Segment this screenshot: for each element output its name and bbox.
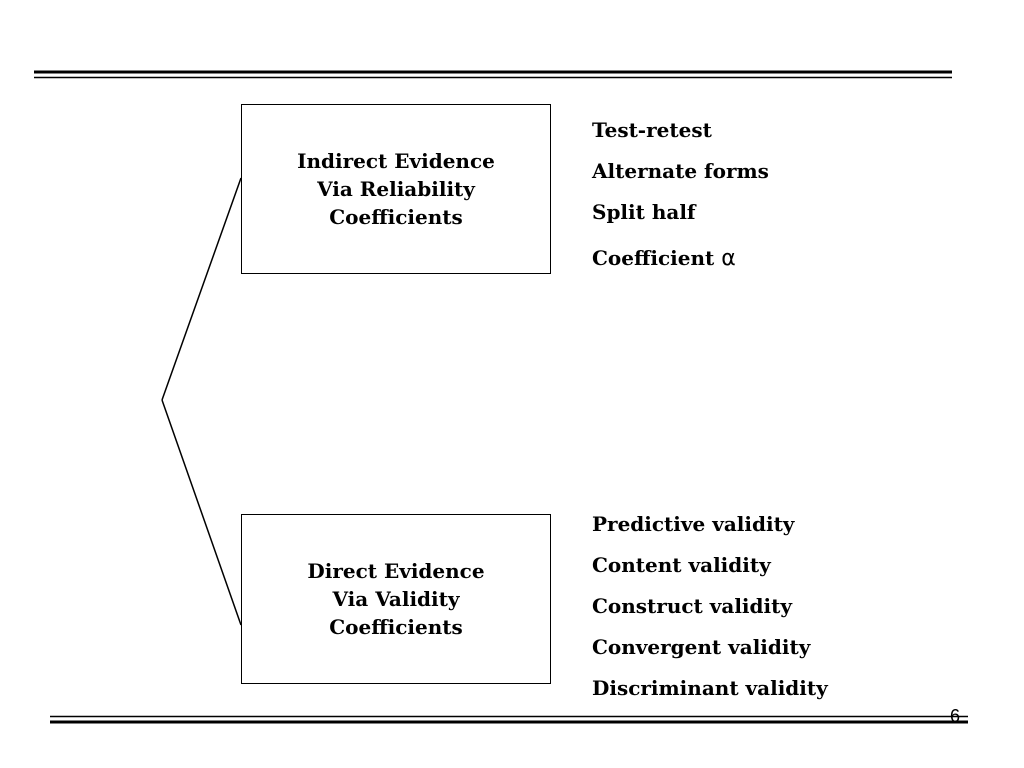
list-item: Predictive validity [592, 512, 795, 536]
list-item: Discriminant validity [592, 676, 828, 700]
reliability-box-line-3: Coefficients [329, 205, 463, 229]
list-item: Content validity [592, 553, 771, 577]
connector-line-lower [161, 399, 242, 626]
validity-box-line-1: Direct Evidence [307, 559, 485, 583]
validity-box-line-2: Via Validity [332, 587, 460, 611]
list-item: Convergent validity [592, 635, 811, 659]
list-item: Test-retest [592, 118, 712, 142]
validity-box-line-3: Coefficients [329, 615, 463, 639]
list-item: Construct validity [592, 594, 792, 618]
reliability-evidence-box: Indirect Evidence Via Reliability Coeffi… [241, 104, 551, 274]
top-double-rule [34, 70, 952, 79]
validity-evidence-box: Direct Evidence Via Validity Coefficient… [241, 514, 551, 684]
alpha-symbol: α [721, 246, 736, 271]
bottom-double-rule [50, 715, 968, 724]
reliability-box-line-2: Via Reliability [317, 177, 475, 201]
list-item: Alternate forms [592, 159, 769, 183]
reliability-box-line-1: Indirect Evidence [297, 149, 495, 173]
list-item: Split half [592, 200, 696, 224]
page-number: 6 [950, 706, 961, 726]
list-item: Coefficient α [592, 246, 736, 271]
connector-line-upper [161, 177, 242, 401]
